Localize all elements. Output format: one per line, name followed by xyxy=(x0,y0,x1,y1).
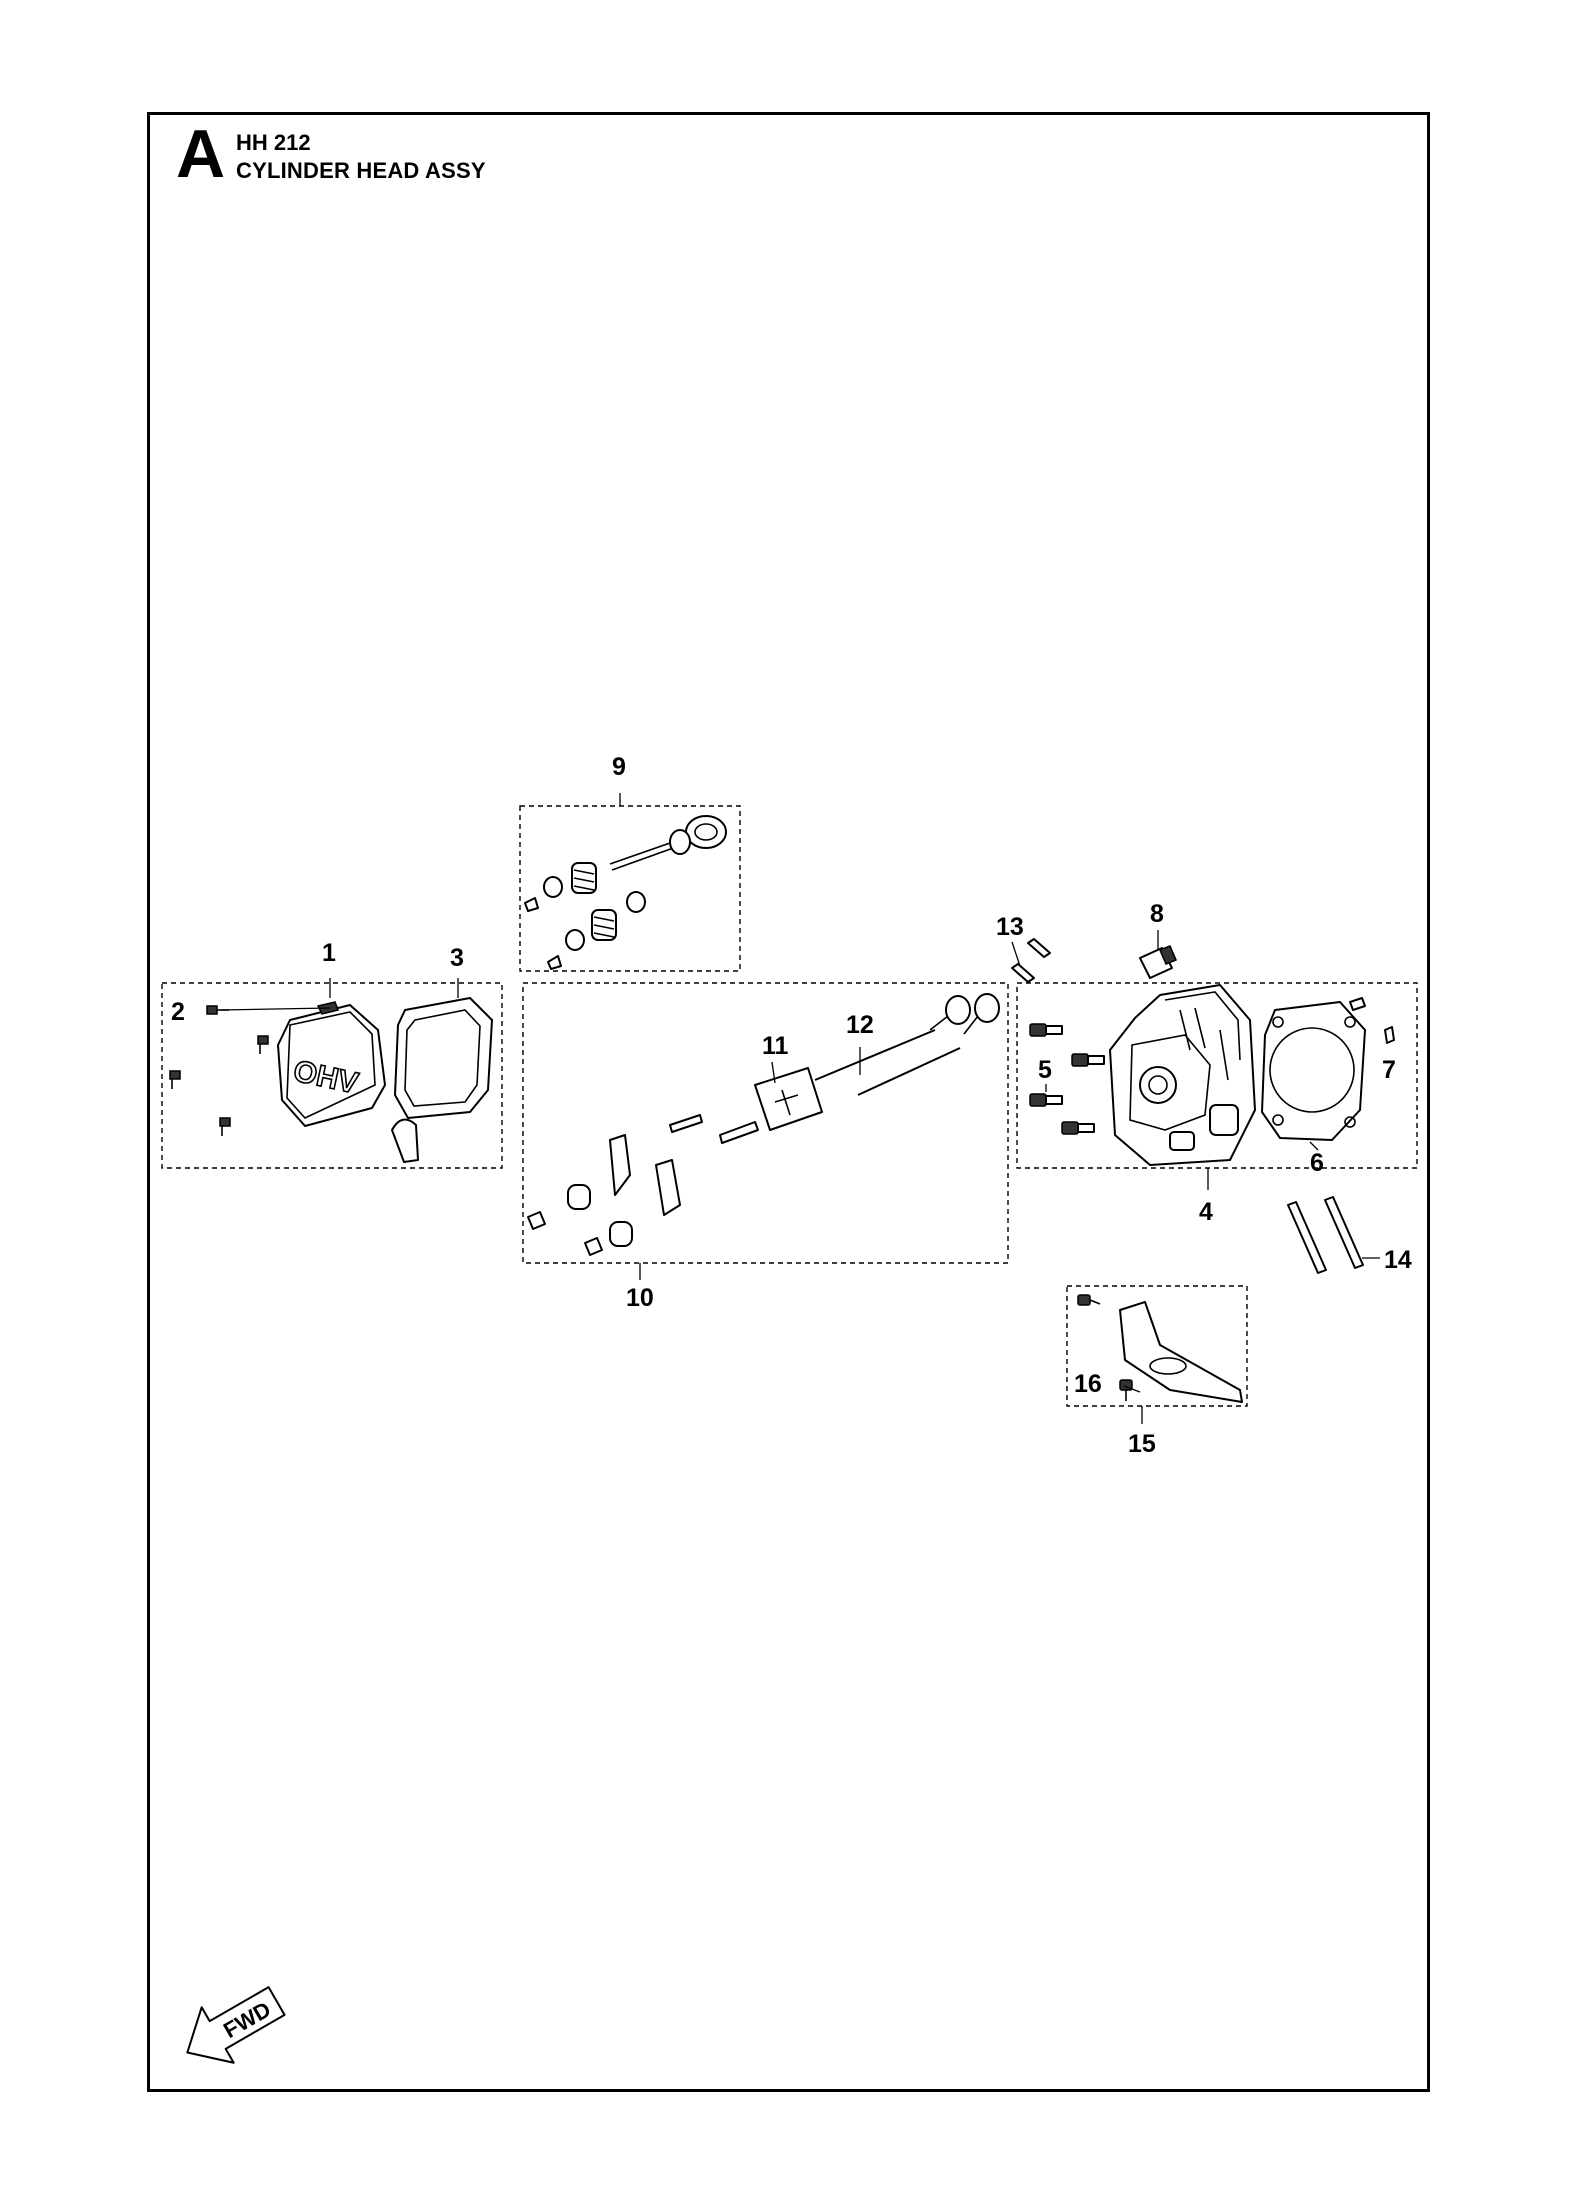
cylinder-head-group xyxy=(1016,982,1418,1190)
rocker-group-box xyxy=(522,982,1009,1264)
callout-11: 11 xyxy=(762,1032,789,1060)
cover-bolts-part xyxy=(169,1005,269,1136)
tappets-part xyxy=(929,993,1000,1035)
deflector-group-box xyxy=(1066,1285,1248,1407)
callout-1: 1 xyxy=(322,939,336,967)
deflector-plate-part xyxy=(1119,1301,1243,1403)
valve-cover-part: OHV xyxy=(277,1001,386,1127)
callout-2: 2 xyxy=(171,998,185,1026)
callout-14: 14 xyxy=(1384,1246,1412,1274)
callout-13: 13 xyxy=(996,913,1024,941)
dowel-pins-part xyxy=(1011,938,1051,983)
cylinder-head-group-box xyxy=(1016,982,1418,1169)
rocker-group xyxy=(522,982,1009,1280)
callout-6: 6 xyxy=(1310,1149,1324,1177)
valve-springs-part xyxy=(524,862,646,970)
long-pins-part xyxy=(1287,1196,1380,1274)
callout-10: 10 xyxy=(626,1284,654,1312)
callout-7: 7 xyxy=(1382,1056,1396,1084)
breather-tube-part xyxy=(391,1118,419,1163)
valve-spring-group xyxy=(519,793,741,972)
head-gasket-part xyxy=(1261,1001,1366,1141)
model-code: HH 212 xyxy=(236,130,311,155)
rocker-studs-part xyxy=(669,1114,759,1144)
spark-plug-part xyxy=(1139,930,1177,979)
cover-gasket-part xyxy=(394,997,493,1119)
forward-arrow-icon: FWD xyxy=(186,1986,286,2064)
head-dowels-part xyxy=(1349,997,1395,1044)
callout-5: 5 xyxy=(1038,1056,1052,1084)
page-frame xyxy=(147,112,1430,2092)
guide-plate-part xyxy=(754,1067,823,1131)
valve-spring-group-box xyxy=(519,805,741,972)
callout-9: 9 xyxy=(612,753,626,781)
callout-16: 16 xyxy=(1074,1370,1102,1398)
callout-12: 12 xyxy=(846,1011,874,1039)
rocker-arms-part xyxy=(609,1134,681,1216)
deflector-group xyxy=(1066,1285,1248,1424)
valve-part xyxy=(609,815,727,871)
valve-cover-group: OHV xyxy=(161,978,503,1169)
deflector-screws-part xyxy=(1077,1294,1133,1401)
callout-8: 8 xyxy=(1150,900,1164,928)
callout-15: 15 xyxy=(1128,1430,1156,1458)
section-letter: A xyxy=(176,116,226,192)
pushrods-part xyxy=(814,1029,961,1096)
assembly-title: CYLINDER HEAD ASSY xyxy=(236,158,486,183)
valve-cover-group-box xyxy=(161,982,503,1169)
head-bolts-part xyxy=(1029,1023,1105,1135)
callout-4: 4 xyxy=(1199,1198,1213,1226)
rocker-pivots-part xyxy=(527,1184,633,1256)
cylinder-head-part xyxy=(1109,984,1256,1166)
callout-3: 3 xyxy=(450,944,464,972)
